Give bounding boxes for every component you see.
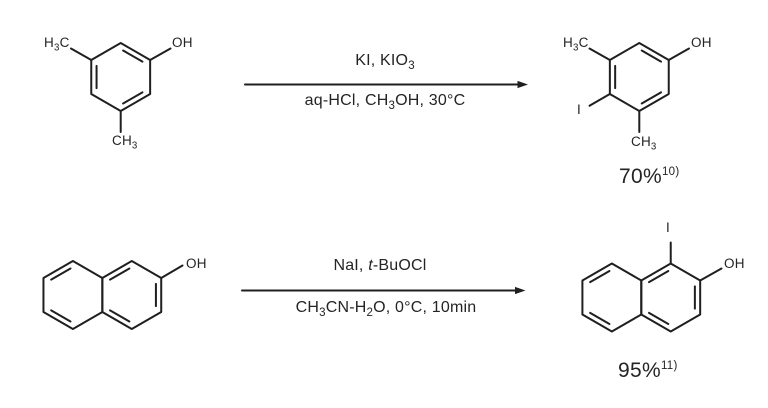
r1-reactant-skeleton-dimethylphenol — [70, 42, 172, 133]
label-subscript: 3 — [388, 100, 396, 113]
label-part: CH — [631, 134, 651, 149]
r2-reactant-skeleton-naphthol — [42, 260, 184, 330]
substituent-bond — [588, 47, 611, 61]
label-part: C — [578, 35, 589, 50]
double-bond-inner-line — [109, 267, 131, 281]
label-part: C — [59, 35, 70, 50]
double-bond-inner-line — [648, 270, 670, 284]
label-part: CN-H — [325, 299, 367, 316]
label-part: -BuOCl — [372, 257, 427, 274]
double-bond-inner-line — [122, 91, 144, 105]
label-subscript: 3 — [408, 60, 415, 73]
double-bond-inner-line — [589, 270, 611, 284]
label-part: CH — [112, 133, 132, 148]
r2-reagents-text: NaI, t-BuOCl — [280, 257, 480, 275]
label-part: H — [44, 35, 54, 50]
r1-reference-superscript: 10) — [661, 166, 680, 178]
substituent-bond — [588, 93, 611, 107]
r1-product-skeleton-iodo-dimethylphenol — [588, 42, 690, 133]
r2-conditions-text: CH3CN-H2O, 0°C, 10min — [273, 299, 499, 320]
r1-product-h3c-label: H3C — [563, 35, 589, 54]
label-part: aq-HCl, CH — [304, 92, 389, 109]
label-part: O, 0°C, 10min — [373, 299, 477, 316]
arrow-head — [515, 286, 526, 295]
r2-yield: 95%11) — [618, 359, 678, 382]
label-part: NaI, — [333, 257, 369, 274]
r1-reaction-arrow — [244, 80, 528, 89]
substituent-bond — [699, 267, 723, 282]
label-part: CH — [295, 299, 320, 316]
r1-conditions-text: aq-HCl, CH3OH, 30°C — [285, 92, 485, 113]
label-subscript: 3 — [572, 42, 579, 54]
double-bond-inner-line — [640, 49, 663, 63]
label-subscript: 3 — [319, 307, 326, 320]
r1-yield: 70%10) — [619, 165, 680, 188]
ring-bond — [608, 42, 670, 112]
ring-bond — [90, 42, 152, 112]
r2-reference-superscript: 11) — [660, 360, 678, 372]
label-part: KI, KIO — [355, 52, 409, 69]
ring-bond — [42, 260, 104, 330]
double-bond-inner-line — [122, 49, 144, 63]
r2-reactant-oh-label: OH — [186, 256, 207, 271]
ring-bond — [101, 260, 163, 330]
italic-t: t — [368, 257, 373, 274]
label-part: H — [563, 35, 573, 50]
double-bond-inner-line — [648, 311, 670, 325]
r2-reaction-arrow — [241, 286, 526, 295]
double-bond-inner-line — [109, 309, 131, 323]
substituent-bond — [149, 47, 172, 61]
substituent-bond — [160, 264, 184, 279]
double-bond-inner-line — [50, 309, 72, 323]
r1-reactant-oh-label: OH — [172, 35, 193, 50]
label-subscript: 2 — [366, 307, 374, 320]
substituent-bond — [667, 47, 690, 61]
label-subscript: 3 — [650, 141, 657, 153]
label-part: OH, 30°C — [395, 92, 466, 109]
r1-reagents-text: KI, KIO3 — [285, 52, 485, 73]
r1-product-iodine-label: I — [577, 102, 581, 117]
r1-reactant-h3c-label: H3C — [44, 35, 70, 54]
double-bond-inner-line — [640, 91, 663, 105]
ring-bond — [581, 262, 643, 333]
substituent-bond — [70, 47, 93, 61]
r2-product-skeleton-iodo-naphthol — [581, 241, 723, 333]
r2-product-iodine-label: I — [666, 220, 670, 235]
label-subscript: 3 — [53, 42, 60, 54]
yield-value: 95% — [618, 359, 661, 382]
r1-product-ch3-label: CH3 — [631, 134, 657, 153]
r1-reactant-ch3-label: CH3 — [112, 133, 138, 152]
ring-bond — [640, 262, 702, 333]
label-subscript: 3 — [131, 140, 138, 152]
arrow-head — [517, 80, 528, 89]
double-bond-inner-line — [50, 267, 72, 281]
double-bond-inner-line — [589, 311, 611, 325]
r2-product-oh-label: OH — [724, 256, 745, 271]
yield-value: 70% — [619, 165, 662, 188]
r1-product-oh-label: OH — [691, 35, 712, 50]
